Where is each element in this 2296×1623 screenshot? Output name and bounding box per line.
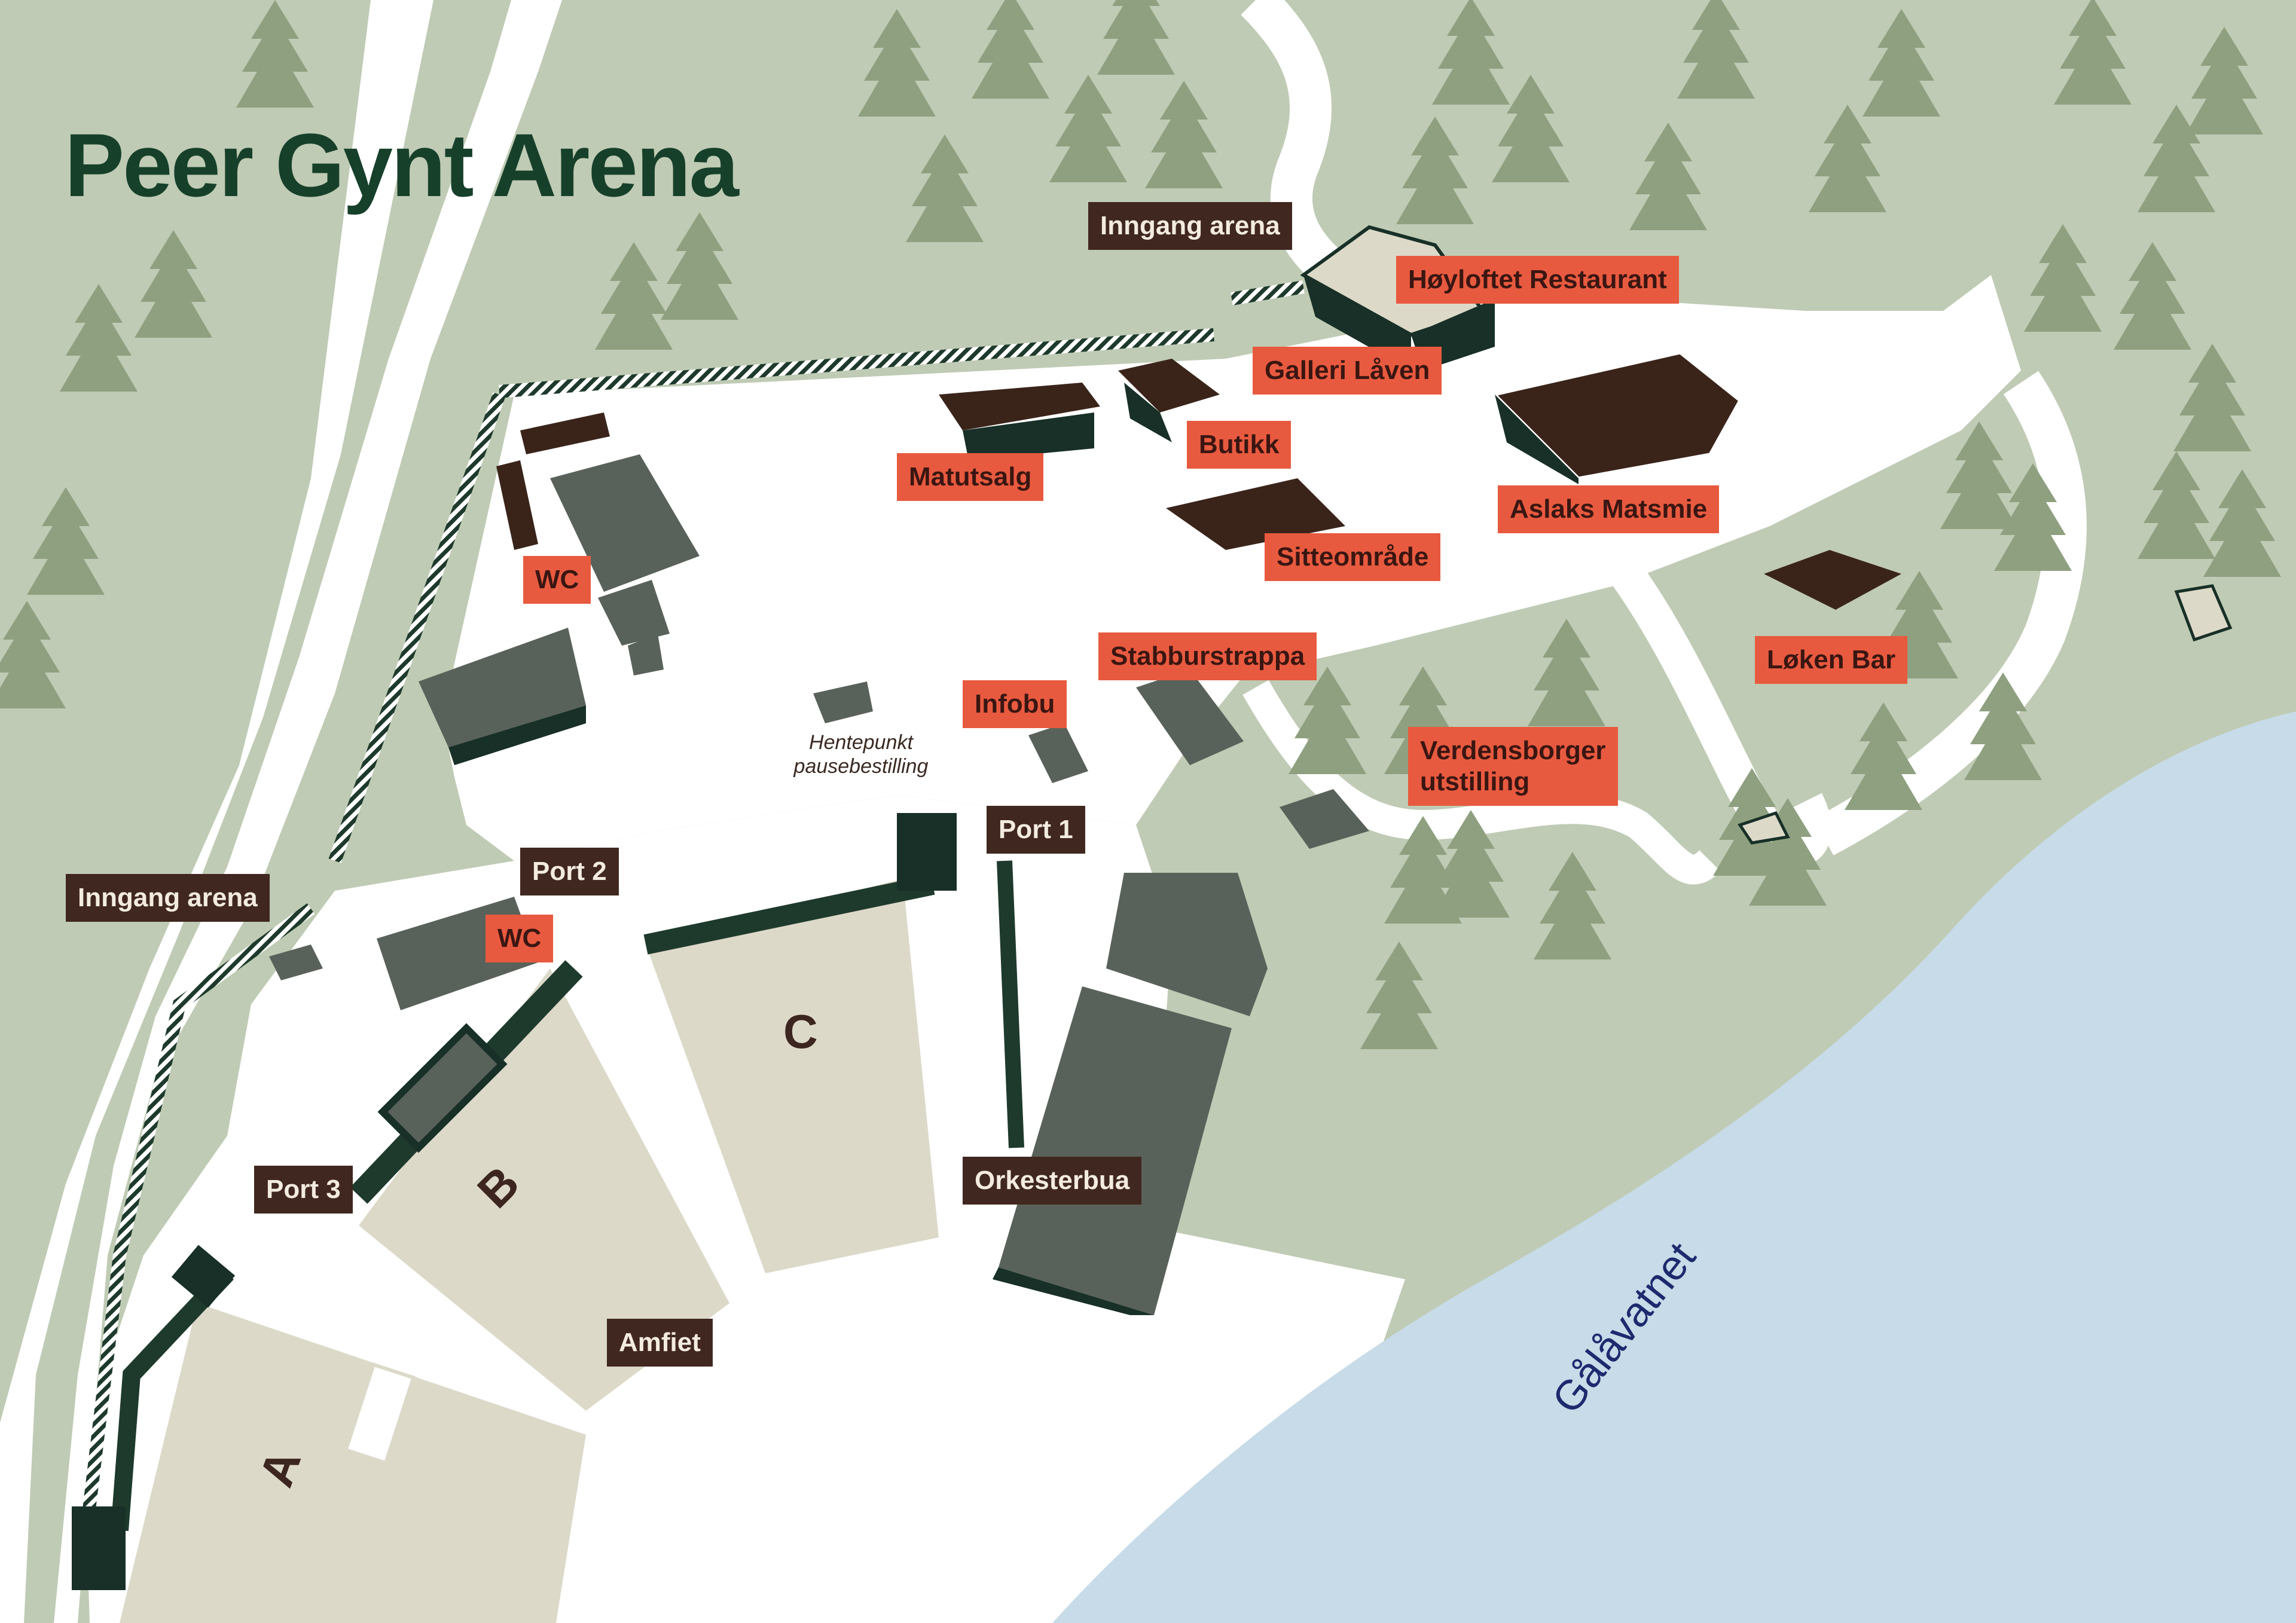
label-aslaks-matsmie[interactable]: Aslaks Matsmie: [1498, 485, 1720, 533]
label-wc-bottom[interactable]: WC: [486, 915, 554, 962]
label-port-1[interactable]: Port 1: [987, 806, 1085, 854]
label-wc-top[interactable]: WC: [523, 556, 591, 604]
label-inngang-arena-left[interactable]: Inngang arena: [66, 874, 270, 922]
zone-c-label: C: [783, 1005, 818, 1058]
label-hoyloftet-restaurant[interactable]: Høyloftet Restaurant: [1396, 256, 1679, 304]
label-infobu[interactable]: Infobu: [963, 680, 1067, 728]
label-port-3[interactable]: Port 3: [254, 1166, 353, 1214]
field-a: [120, 1303, 586, 1623]
lake: [1052, 711, 2296, 1623]
field-b: [359, 968, 729, 1411]
label-inngang-arena-top[interactable]: Inngang arena: [1088, 202, 1292, 250]
pickup-point-note: Hentepunkt pausebestilling: [793, 731, 929, 778]
label-matutsalg[interactable]: Matutsalg: [897, 453, 1044, 501]
label-loken-bar[interactable]: Løken Bar: [1755, 636, 1908, 684]
field-a-divider: [343, 1362, 416, 1465]
label-galleri-laven[interactable]: Galleri Låven: [1253, 347, 1442, 395]
road-left: [0, 0, 562, 1623]
label-stabburstrappa[interactable]: Stabburstrappa: [1098, 632, 1317, 680]
label-amfiet[interactable]: Amfiet: [607, 1319, 713, 1367]
label-sitteomrade[interactable]: Sitteområde: [1265, 533, 1441, 581]
label-butikk[interactable]: Butikk: [1187, 421, 1292, 469]
label-orkesterbua[interactable]: Orkesterbua: [963, 1157, 1142, 1205]
map-title: Peer Gynt Arena: [65, 115, 739, 215]
field-c: [646, 879, 939, 1273]
label-port-2[interactable]: Port 2: [520, 848, 619, 895]
path-verdens: [1242, 680, 1721, 885]
path-north: [1241, 0, 1358, 298]
label-verdensborger-utstilling[interactable]: Verdensborger utstilling: [1408, 727, 1618, 806]
